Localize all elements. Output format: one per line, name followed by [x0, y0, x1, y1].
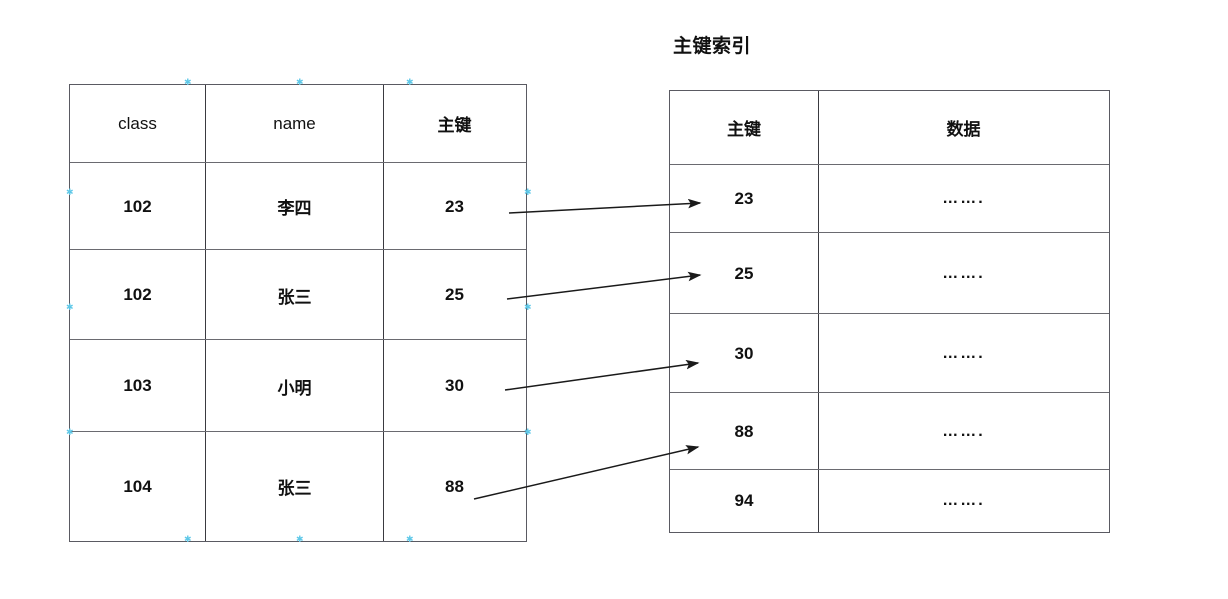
cell-data: …….	[942, 190, 985, 207]
cell-name: 李四	[206, 163, 384, 250]
column-header-primary-key: 主键	[437, 116, 472, 135]
cell-data: …….	[942, 344, 985, 362]
cell-primary-key: 88	[670, 393, 819, 470]
column-header-class: class	[70, 85, 206, 162]
selection-handle: ✱	[524, 303, 532, 313]
cell-name: 张三	[206, 250, 384, 340]
column-header-name: name	[206, 85, 384, 162]
table-row[interactable]: 30 …….	[670, 313, 1109, 393]
table-row[interactable]: 102 李四 23	[70, 162, 526, 250]
table-row[interactable]: 88 …….	[670, 392, 1109, 470]
table-header-row: class name 主键	[70, 85, 526, 162]
cell-data: …….	[942, 422, 985, 440]
table-row[interactable]: 104 张三 88	[70, 431, 526, 541]
cell-primary-key: 25	[445, 285, 464, 304]
column-header-data: 数据	[946, 120, 981, 139]
table-row[interactable]: 102 张三 25	[70, 249, 526, 340]
cell-primary-key: 30	[445, 376, 464, 395]
selection-handle: ✱	[184, 535, 192, 545]
table-row[interactable]: 23 …….	[670, 164, 1109, 233]
cell-primary-key: 88	[445, 476, 464, 496]
index-title: 主键索引	[673, 36, 752, 57]
cell-class: 102	[70, 163, 206, 250]
cell-class: 104	[70, 432, 206, 541]
table-row[interactable]: 25 …….	[670, 232, 1109, 314]
table-row[interactable]: 103 小明 30	[70, 339, 526, 432]
table-header-row: 主键 数据	[670, 91, 1109, 164]
selection-handle: ✱	[66, 303, 74, 313]
cell-class: 103	[70, 340, 206, 432]
data-table: class name 主键 102 李四 23 102 张三 25 103 小明…	[69, 84, 527, 542]
cell-data: …….	[942, 492, 985, 509]
index-table: 主键 数据 23 ……. 25 ……. 30 ……. 88 ……. 94 …….	[669, 90, 1110, 533]
cell-primary-key: 30	[670, 314, 819, 393]
cell-name: 小明	[206, 340, 384, 432]
selection-handle: ✱	[406, 78, 414, 88]
selection-handle: ✱	[524, 428, 532, 438]
selection-handle: ✱	[296, 535, 304, 545]
cell-primary-key: 94	[670, 470, 819, 532]
selection-handle: ✱	[406, 535, 414, 545]
cell-primary-key: 23	[445, 196, 464, 216]
selection-handle: ✱	[296, 78, 304, 88]
selection-handle: ✱	[524, 188, 532, 198]
table-row[interactable]: 94 …….	[670, 469, 1109, 532]
cell-data: …….	[942, 264, 985, 282]
cell-primary-key: 25	[670, 233, 819, 314]
cell-primary-key: 23	[670, 165, 819, 233]
cell-class: 102	[70, 250, 206, 340]
cell-name: 张三	[206, 432, 384, 541]
selection-handle: ✱	[66, 188, 74, 198]
selection-handle: ✱	[184, 78, 192, 88]
selection-handle: ✱	[66, 428, 74, 438]
column-header-primary-key: 主键	[670, 91, 819, 164]
